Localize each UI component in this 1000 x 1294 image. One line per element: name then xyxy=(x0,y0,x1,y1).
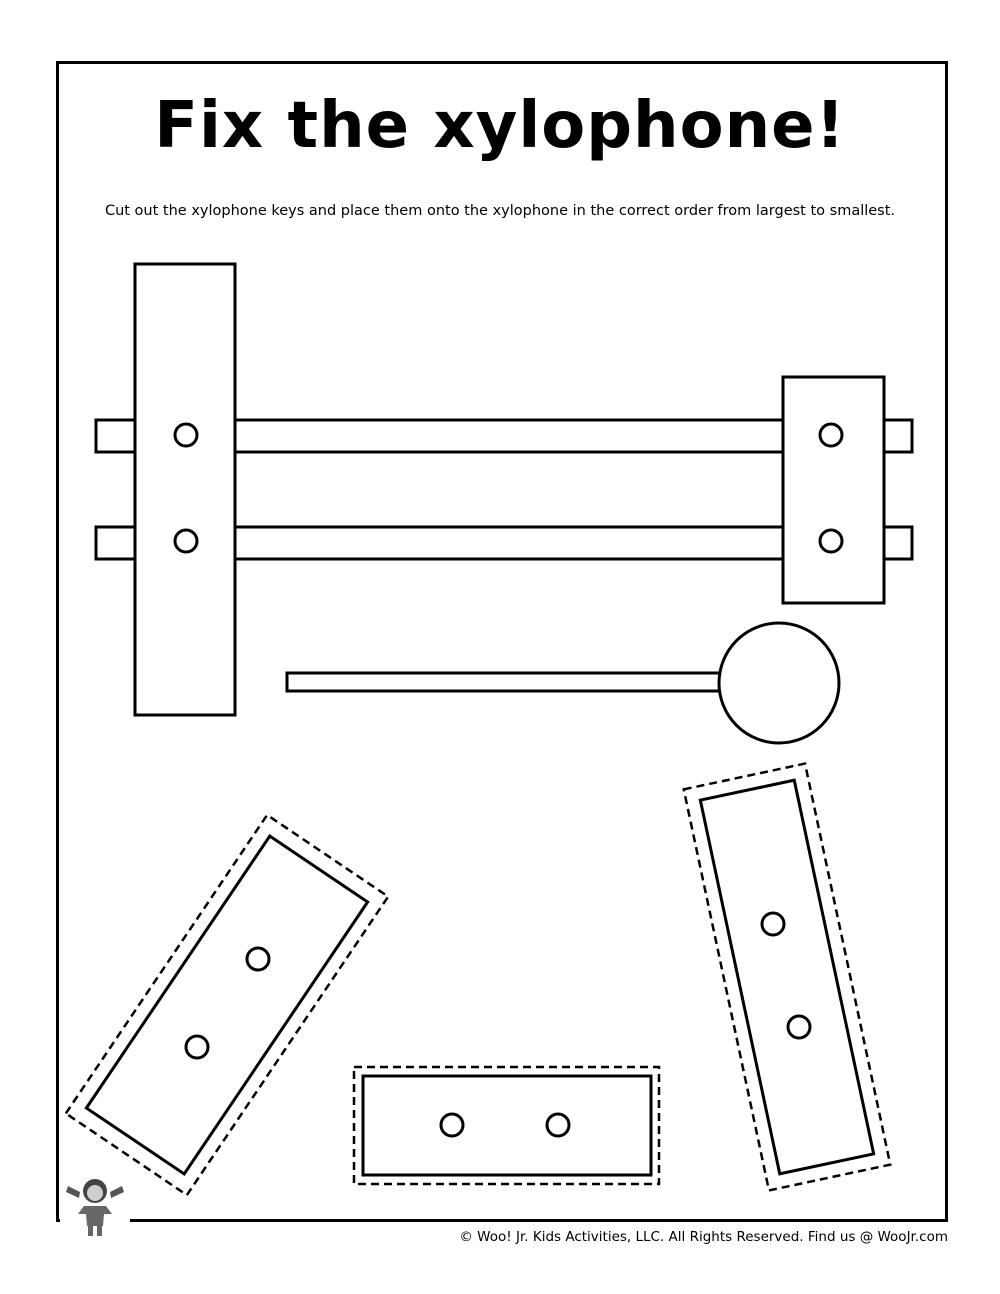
key-hole xyxy=(818,422,844,448)
key-hole xyxy=(245,946,271,972)
copyright-footer: © Woo! Jr. Kids Activities, LLC. All Rig… xyxy=(459,1229,948,1245)
key-hole xyxy=(760,911,786,937)
xylophone-key-largest xyxy=(133,262,237,717)
key-hole xyxy=(439,1112,465,1138)
worksheet-border xyxy=(56,61,948,1222)
key-hole xyxy=(173,422,199,448)
key-hole xyxy=(184,1034,210,1060)
key-hole xyxy=(818,528,844,554)
cutout-key-tilted-left xyxy=(64,813,390,1197)
cutout-key-tilted-right xyxy=(682,762,892,1192)
instructions-text: Cut out the xylophone keys and place the… xyxy=(104,203,896,219)
page-title: Fix the xylophone! xyxy=(154,89,846,163)
key-hole xyxy=(173,528,199,554)
key-hole xyxy=(786,1014,812,1040)
xylophone-key-smallest xyxy=(781,375,886,605)
key-hole xyxy=(545,1112,571,1138)
mallet-stick xyxy=(285,671,725,693)
mallet-head xyxy=(717,621,841,745)
woo-jr-girl-mascot-icon xyxy=(60,1176,130,1240)
cutout-key-flat xyxy=(352,1065,661,1186)
